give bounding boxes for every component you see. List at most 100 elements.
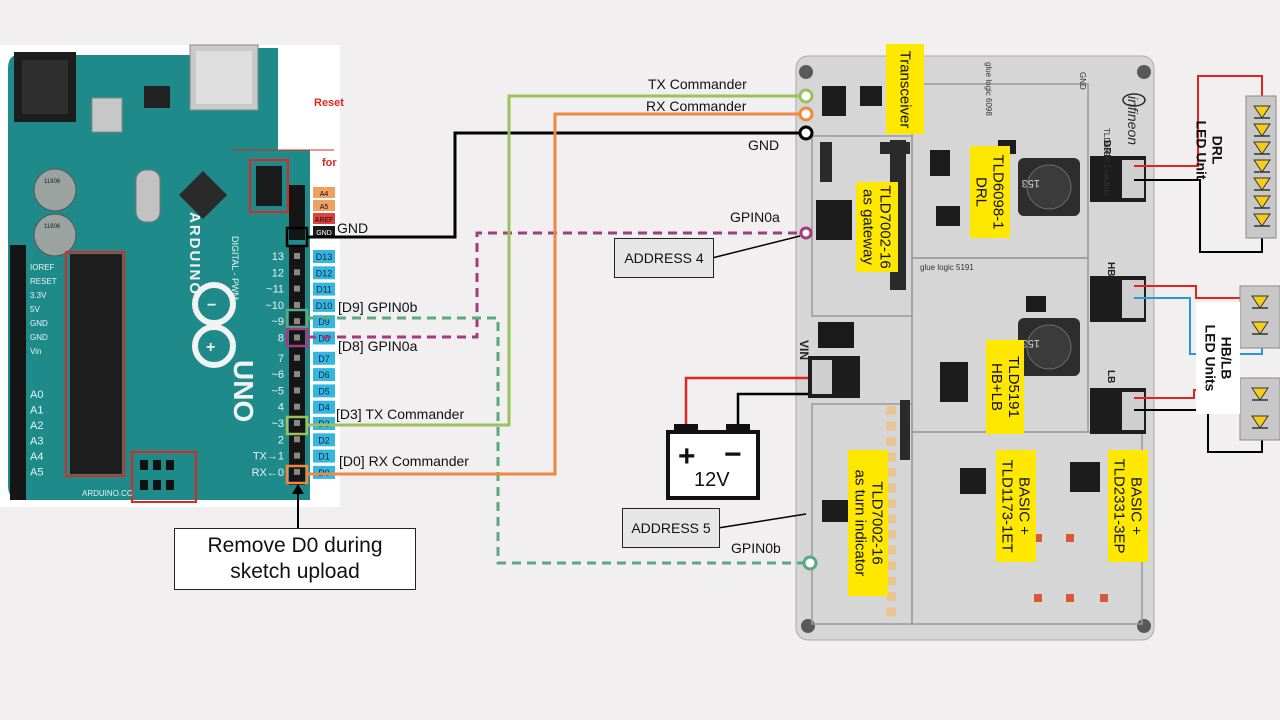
pin-badge-bg	[313, 368, 335, 382]
gpin0a-terminal	[799, 226, 813, 240]
battery-minus-wire	[736, 392, 808, 430]
lb-led-strip	[1239, 377, 1280, 441]
atmega-chip	[70, 254, 122, 474]
power-label: RESET	[30, 277, 57, 286]
d8-label: [D8] GPIN0a	[338, 338, 418, 354]
solder-pad	[886, 576, 896, 586]
gnd-left-label: GND	[337, 220, 368, 236]
inductor1-text: 153	[1022, 177, 1040, 189]
solder-pad	[886, 530, 896, 539]
lb-led-diode	[1251, 415, 1269, 429]
cap2-text: 11806	[44, 224, 61, 230]
top-pin-gnd: GND	[316, 230, 332, 237]
hb-led-diode	[1251, 321, 1269, 335]
turn-indicator-tag-text: TLD7002-16 as turn indicator	[851, 469, 886, 577]
solder-pad	[886, 483, 896, 493]
pin-badge-bg	[313, 400, 335, 414]
pin-badge-bg	[313, 298, 335, 312]
solder-pad	[886, 421, 896, 431]
hb-led-strip	[1239, 285, 1280, 349]
glue-logic-6098: glue logic 6098	[984, 62, 993, 116]
drl-led-diode	[1253, 177, 1271, 191]
gpin0b-terminal	[802, 555, 818, 571]
tx-wire	[307, 94, 800, 427]
gpin0a-label: GPIN0a	[730, 209, 780, 225]
header-hole	[294, 452, 300, 459]
top-pin-bg	[313, 213, 335, 224]
d0-label: [D0] RX Commander	[339, 453, 469, 469]
analog-label: A4	[30, 451, 43, 463]
analog-label: A2	[30, 420, 43, 432]
pin-badge-bg	[313, 384, 335, 398]
pin-badge-bg	[313, 449, 335, 463]
d9-label: [D9] GPIN0b	[338, 299, 418, 315]
gpin0b-wire	[307, 316, 804, 565]
wires	[292, 75, 1263, 565]
analog-label: A0	[30, 389, 43, 401]
gateway-tag: TLD7002-16 as gateway	[856, 182, 898, 272]
drl-led-diode	[1253, 213, 1271, 227]
address4-box: ADDRESS 4	[614, 238, 714, 278]
transceiver-tag: Transceiver	[886, 44, 924, 134]
arduino-header-text: DIGITAL - PWM~	[230, 236, 240, 305]
board-vin-text: VIN	[797, 340, 811, 360]
digital-number: 8	[278, 333, 284, 345]
header-hole	[294, 436, 300, 443]
hblb-driver-tag-text: TLD5191 HB+LB	[988, 356, 1022, 418]
solder-pad	[886, 499, 896, 508]
inductor2-text: 153	[1022, 337, 1040, 349]
remove-callout-arrow	[292, 484, 304, 494]
header-hole	[294, 269, 300, 276]
svg-text:−: −	[207, 297, 216, 314]
pin-badge-d9: D9	[318, 317, 330, 327]
header-hole	[294, 468, 300, 475]
arduino-url: ARDUINO.CC	[82, 489, 133, 498]
d3-label: [D3] TX Commander	[336, 406, 464, 422]
drl-led-diode	[1253, 141, 1271, 155]
lb-minus-wire	[1134, 409, 1263, 453]
glue-logic-5191: glue logic 5191	[920, 263, 974, 272]
power-label: GND	[30, 319, 48, 328]
analog-label: A5	[30, 467, 43, 479]
tx-terminal	[798, 88, 814, 104]
pin-badge-d7: D7	[318, 354, 330, 364]
address5-callout-line	[717, 513, 807, 529]
address4-text: ADDRESS 4	[624, 250, 704, 266]
header-hole	[294, 387, 300, 394]
pin-badge-d5: D5	[318, 386, 330, 396]
digital-header	[289, 245, 305, 485]
drl-driver-tag: TLD6098-1 DRL	[970, 146, 1010, 238]
header-hole	[294, 420, 300, 426]
hb-plus-wire	[1134, 285, 1240, 299]
battery-plus-wire	[684, 376, 808, 430]
header-hole	[294, 253, 300, 259]
transceiver-tag-text: Transceiver	[896, 50, 914, 128]
address5-box: ADDRESS 5	[622, 508, 720, 548]
battery-plus: +	[678, 440, 696, 473]
battery: + − 12V	[666, 424, 760, 500]
power-label: 3.3V	[30, 291, 47, 300]
tx-label: TX Commander	[648, 76, 747, 92]
gpin0b-label: GPIN0b	[731, 540, 781, 556]
rx-terminal	[798, 106, 814, 122]
hb-tag: HB	[1105, 262, 1116, 276]
top-pin-a5: A5	[320, 204, 329, 211]
remove-d0-note-text: Remove D0 during sketch upload	[207, 534, 383, 583]
solder-pad	[886, 468, 896, 477]
gpin0a-wire	[307, 231, 800, 339]
pin-badge-d13: D13	[316, 252, 333, 262]
reset-label: Reset	[314, 97, 344, 109]
rx-label: RX Commander	[646, 98, 747, 114]
digital-number: 12	[272, 267, 284, 279]
power-label: Vin	[30, 347, 41, 356]
solder-pad	[886, 607, 896, 617]
arduino-model: UNO	[228, 360, 259, 422]
hb-led-diode	[1251, 295, 1269, 309]
pin-badge-d11: D11	[316, 285, 332, 295]
digital-number: 2	[278, 434, 284, 446]
solder-pad	[886, 514, 896, 524]
basic-tld1173-tag-text: BASIC + TLD1173-1ET	[999, 459, 1034, 553]
drl-unit-label: DRL LED Unit	[1190, 108, 1230, 192]
